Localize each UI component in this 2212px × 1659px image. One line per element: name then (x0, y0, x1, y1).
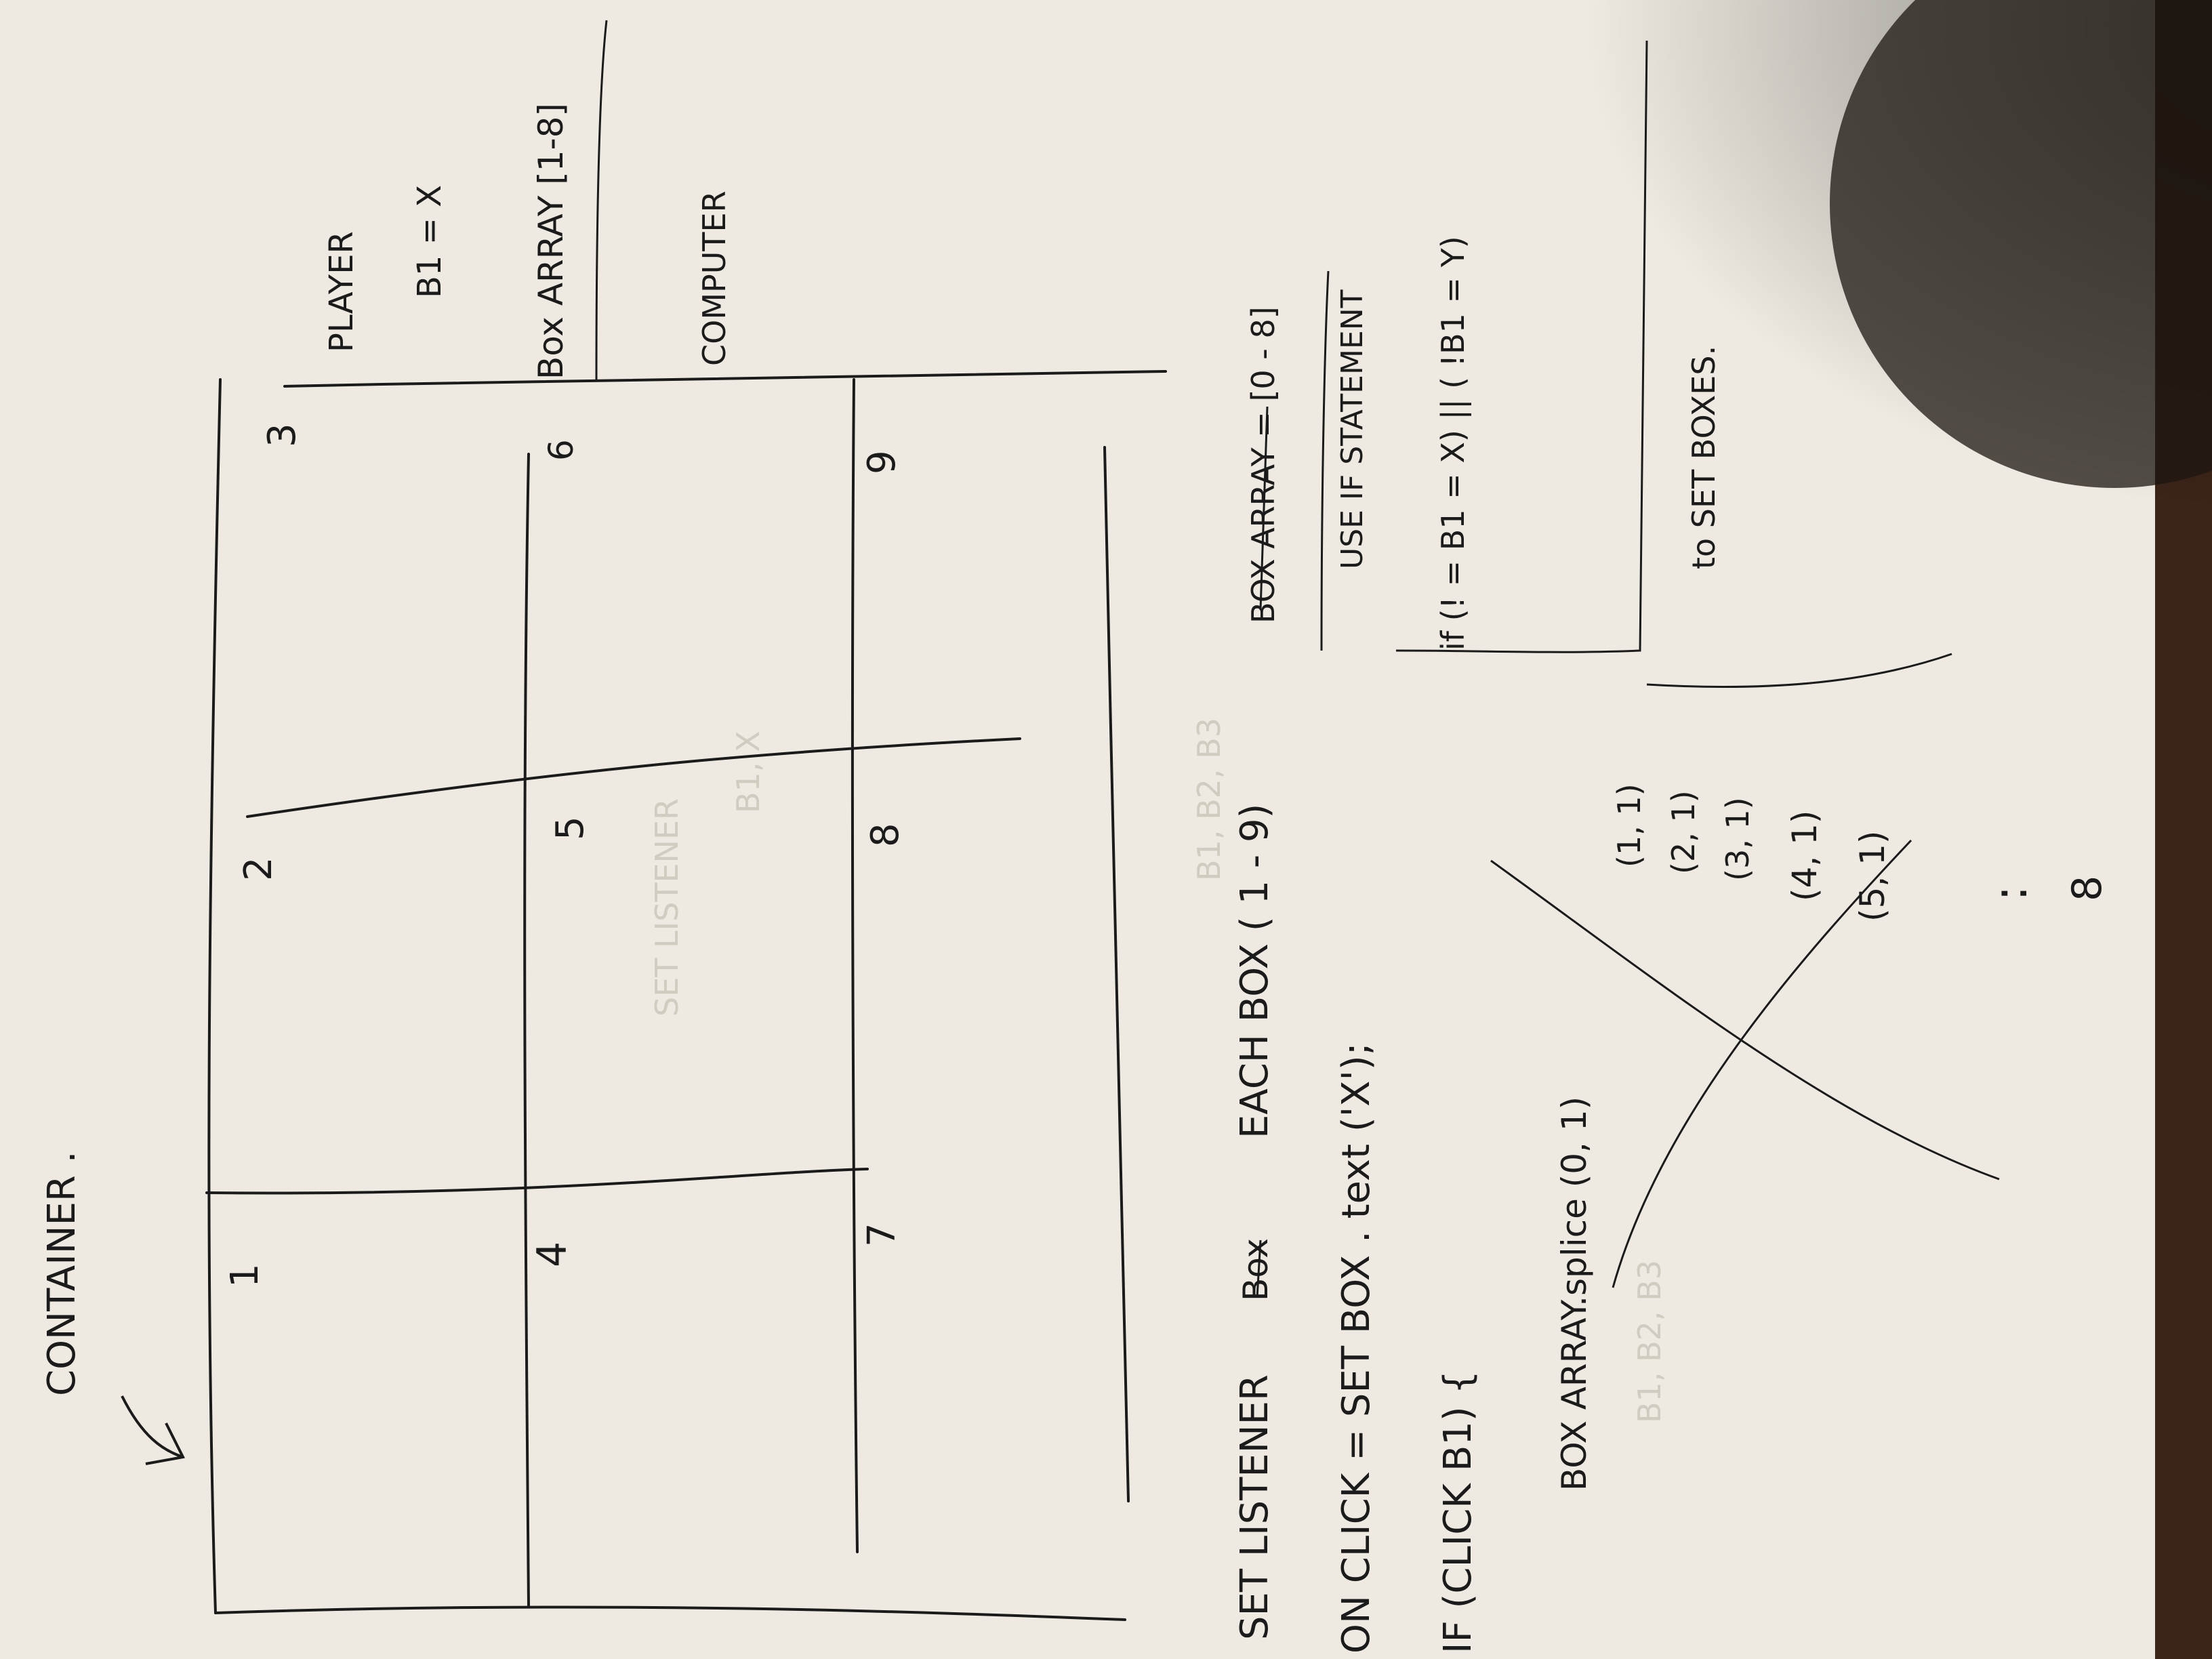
grid-outer-right (1103, 446, 1130, 1502)
box-array-underline (595, 20, 608, 380)
cell-2: 2 (237, 857, 281, 881)
note-box-array-struck: BOX ARRAY = [0 - 8] (1245, 306, 1282, 623)
right-notes: PLAYER B1 = X Box ARRAY [1-8] COMPUTER (323, 20, 733, 380)
cell-9: 9 (860, 450, 904, 474)
if-notes: BOX ARRAY = [0 - 8] USE IF STATEMENT if … (1245, 40, 1952, 689)
note-use-if: USE IF STATEMENT (1335, 289, 1370, 569)
note-to-set-boxes: to SET BOXES. (1685, 346, 1722, 569)
note-computer: COMPUTER (696, 190, 733, 366)
cell-1: 1 (223, 1263, 267, 1288)
cell-5: 5 (548, 816, 592, 840)
grid-outer-bottom (214, 1605, 1126, 1621)
svg-text:B1, X: B1, X (730, 731, 766, 813)
splice-dots: : (1982, 885, 2038, 901)
splice-item-5: (5, 1) (1853, 831, 1892, 922)
note-if-click: IF (CLICK B1) { (1436, 1370, 1480, 1654)
tic-tac-toe-grid (205, 370, 1167, 1621)
note-on-click: ON CLICK = SET BOX . text ('X'); (1334, 1042, 1378, 1654)
grid-line-v1 (523, 453, 530, 1607)
note-if-condition: if (! = B1 = X) || ( !B1 = Y) (1435, 236, 1472, 651)
strike-listener (1256, 1240, 1262, 1298)
cell-8: 8 (863, 823, 907, 847)
cell-6: 6 (541, 439, 581, 461)
splice-item-3: (3, 1) (1719, 797, 1756, 881)
bleed-through: SET LISTENER B1, X B1, B2, B3 B1, B2, B3 (649, 718, 1668, 1423)
note-listener-struck: Box (1236, 1238, 1275, 1301)
splice-cross-a (1490, 859, 2000, 1181)
note-bracket-top (1320, 270, 1330, 651)
strike-box-array (1259, 406, 1269, 611)
cell-numbers: 1 2 3 4 5 6 7 8 9 (223, 423, 907, 1288)
splice-item-1: (1, 1) (1611, 783, 1647, 867)
splice-list: (1, 1) (2, 1) (3, 1) (4, 1) (5, 1) : 8 (1490, 783, 2111, 1288)
splice-item-2: (2, 1) (1665, 790, 1702, 874)
splice-last: 8 (2064, 876, 2111, 901)
grid-line-h1 (205, 1168, 869, 1195)
svg-text:SET LISTENER: SET LISTENER (649, 798, 685, 1017)
container-arrow (121, 1395, 185, 1465)
grid-line-h2 (246, 737, 1021, 818)
cell-3: 3 (260, 423, 304, 447)
svg-text:B1, B2, B3: B1, B2, B3 (1191, 718, 1227, 881)
grid-outer-left (207, 378, 222, 1614)
note-player-b1: B1 = X (411, 185, 449, 298)
container-label: CONTAINER . (40, 1151, 84, 1396)
note-set-listener: SET LISTENER (1233, 1374, 1277, 1640)
note-each-box: EACH BOX ( 1 - 9) (1233, 804, 1277, 1139)
note-box-array: Box ARRAY [1-8] (531, 103, 571, 380)
splice-item-4: (4, 1) (1785, 811, 1824, 901)
splice-cross-b (1612, 839, 1912, 1288)
cell-7: 7 (860, 1223, 904, 1247)
note-player: PLAYER (323, 231, 361, 352)
grid-line-v2 (851, 378, 859, 1553)
svg-text:B1, B2, B3: B1, B2, B3 (1631, 1260, 1668, 1423)
grid-outer-top (283, 370, 1167, 388)
listener-notes: SET LISTENER Box EACH BOX ( 1 - 9) ON CL… (1233, 804, 1594, 1654)
note-box (1395, 40, 1952, 689)
hand-shadow-dark (1830, 0, 2212, 488)
note-box-array-splice: BOX ARRAY.splice (0, 1) (1555, 1097, 1594, 1491)
cell-4: 4 (529, 1242, 576, 1267)
